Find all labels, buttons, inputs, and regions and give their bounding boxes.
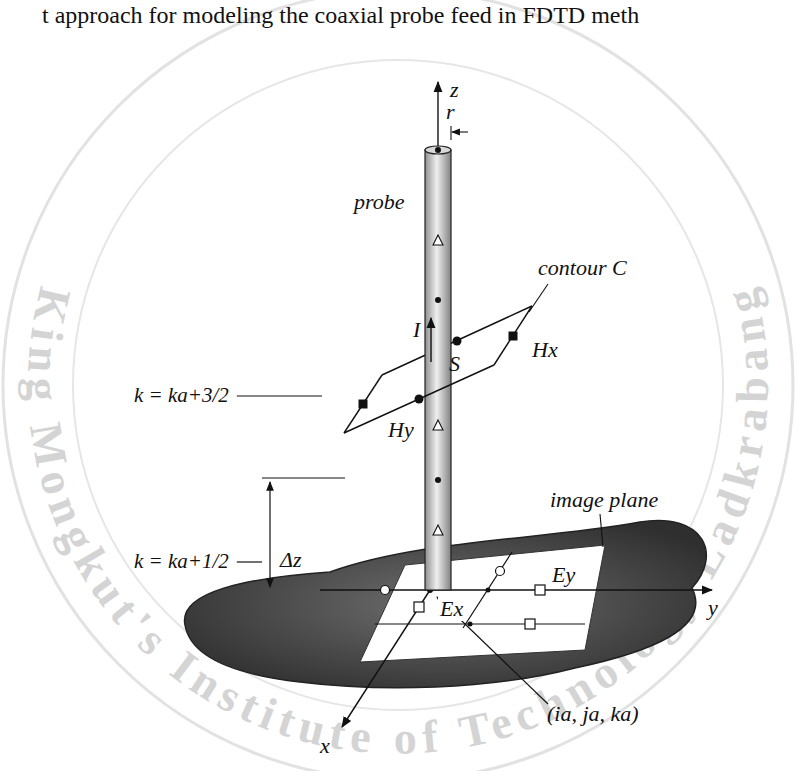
grid-index-label: k = ka+1/2 (132, 550, 231, 573)
field-marker (381, 586, 390, 595)
probe-node (435, 297, 441, 303)
hx-marker (359, 400, 368, 409)
coordinate-label: (ia, ja, ka) (545, 702, 641, 726)
grid-node (468, 622, 473, 627)
axis-label: z (448, 78, 461, 102)
caption-fragment: t approach for modeling the coaxial prob… (40, 2, 641, 28)
part-label: probe (352, 190, 407, 214)
dimension-arrow (269, 482, 270, 587)
leader-line (600, 514, 603, 547)
plane-cutout (360, 545, 605, 662)
watermark-text: King Mongkut's Institute of Technology L… (18, 283, 778, 764)
field-marker (496, 567, 505, 576)
field-marker (525, 619, 535, 629)
probe-marker (433, 525, 443, 535)
grid-line (375, 623, 585, 624)
dimension-label: Δz (278, 548, 303, 572)
dimension-tick (262, 477, 345, 478)
leader-line (437, 597, 548, 704)
ey-marker (535, 585, 545, 595)
z-axis (437, 82, 438, 146)
y-axis (320, 589, 712, 590)
hy-marker (415, 395, 424, 404)
axis-label: x (318, 734, 332, 758)
x-axis (342, 590, 430, 727)
field-label: Ey (550, 563, 577, 587)
watermark-ring (73, 60, 723, 710)
leader-line (529, 284, 548, 312)
ex-marker (414, 602, 424, 612)
dimension-tick (450, 126, 451, 140)
contour-edge (494, 306, 532, 365)
watermark-ring (3, 0, 793, 771)
field-label: Hx (530, 338, 560, 362)
surface-label: S (447, 352, 462, 376)
level-line (237, 561, 262, 562)
dimension-label: r (444, 100, 457, 124)
probe-top (425, 146, 451, 154)
dimension-arrow (452, 131, 468, 132)
probe-node (435, 477, 441, 483)
probe-node (435, 147, 441, 153)
hy-marker (453, 337, 462, 346)
current-arrow (430, 318, 431, 362)
part-label: contour C (536, 256, 629, 280)
grid-index-label: k = ka+3/2 (132, 384, 231, 407)
level-line (237, 395, 322, 396)
watermark-path-text: King Mongkut's Institute of Technology L… (18, 283, 778, 764)
probe-marker (433, 235, 443, 245)
axis-label: y (706, 596, 720, 620)
grid-node (486, 588, 491, 593)
watermark-group: King Mongkut's Institute of Technology L… (18, 283, 778, 764)
probe-marker (433, 420, 443, 430)
hx-marker (509, 332, 518, 341)
current-label: I (411, 318, 422, 342)
field-label: Ex (438, 597, 465, 621)
field-label: Hy (386, 418, 416, 442)
part-label: image plane (548, 488, 660, 512)
probe-cylinder (425, 150, 451, 590)
contour-edge (344, 365, 494, 433)
